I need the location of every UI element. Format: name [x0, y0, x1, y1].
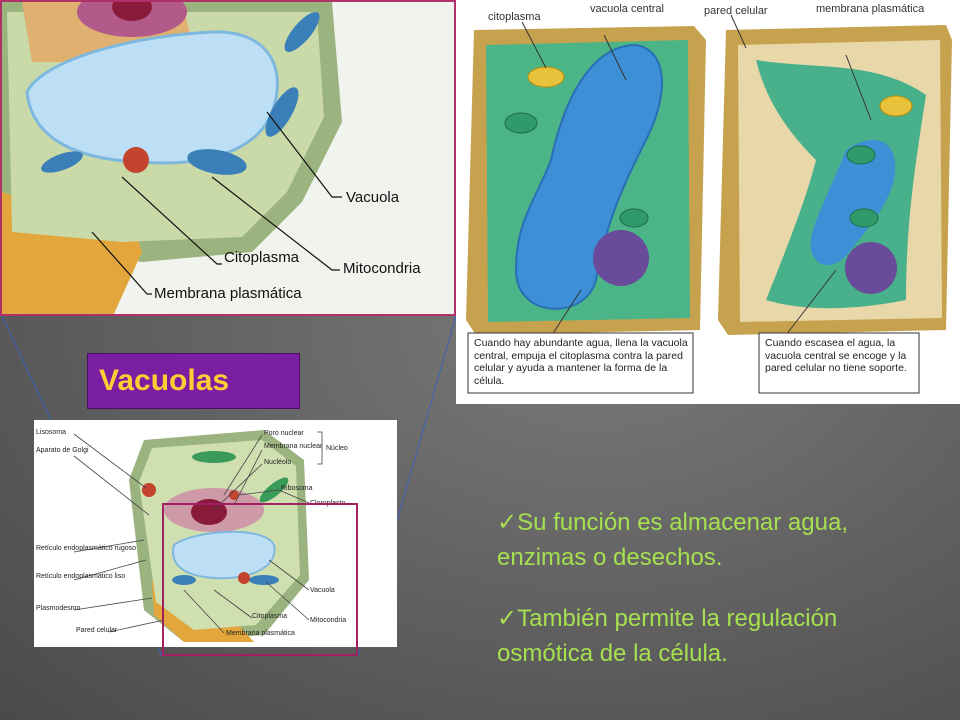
- bullet-text-1: Su función es almacenar agua, enzimas o …: [497, 509, 848, 571]
- compare-label-membrana-plasmatica: membrana plasmática: [816, 3, 925, 15]
- caption-abundant-water: Cuando hay abundante agua, llena la vacu…: [474, 337, 688, 387]
- compare-label-citoplasma: citoplasma: [488, 11, 541, 23]
- small-label-poro: Poro nuclear: [264, 430, 304, 437]
- zoom-label-membrana: Membrana plasmática: [154, 285, 302, 302]
- zoom-label-mitocondria: Mitocondria: [343, 260, 421, 277]
- checkmark-icon: ✓: [497, 509, 518, 536]
- zoom-label-citoplasma: Citoplasma: [224, 249, 300, 266]
- small-label-mitocondria: Mitocondria: [310, 617, 346, 624]
- caption-scarce-water: Cuando escasea el agua, la vacuola centr…: [765, 337, 907, 374]
- zoom-label-vacuola: Vacuola: [346, 189, 400, 206]
- bullet-item-2: ✓También permite la regulación osmótica …: [497, 601, 882, 671]
- small-label-nucleolo: Nucléolo: [264, 459, 291, 466]
- plant-cell-diagram: Lisosoma Aparato de Golgi Retículo endop…: [34, 420, 397, 647]
- small-label-membrana-nuclear: Membrana nuclear: [264, 443, 323, 450]
- bullet-text-2: También permite la regulación osmótica d…: [497, 605, 838, 667]
- small-label-ret-rugoso: Retículo endoplasmático rugoso: [36, 545, 136, 552]
- zoomed-cell-diagram: Vacuola Citoplasma Mitocondria Membrana …: [0, 0, 456, 316]
- small-label-citoplasma: Citoplasma: [252, 613, 287, 620]
- small-label-nucleo: Núcleo: [326, 445, 348, 452]
- zoom-selection-box: [162, 503, 358, 656]
- small-label-lisosoma: Lisosoma: [36, 429, 66, 436]
- small-label-vacuola: Vacuola: [310, 587, 335, 594]
- small-label-ribosoma: Ribosoma: [281, 485, 313, 492]
- bullet-item-1: ✓Su función es almacenar agua, enzimas o…: [497, 505, 897, 575]
- compare-label-pared-celular: pared celular: [704, 5, 768, 17]
- slide-title: Vacuolas: [87, 353, 300, 409]
- small-label-membrana-plasmatica: Membrana plasmática: [226, 630, 295, 637]
- small-label-plasmodesmo: Plasmodesmo: [36, 605, 80, 612]
- compare-label-vacuola-central: vacuola central: [590, 3, 664, 15]
- checkmark-icon: ✓: [497, 605, 518, 632]
- small-label-ret-liso: Retículo endoplasmático liso: [36, 573, 125, 580]
- vacuole-water-comparison-image: citoplasma vacuola central pared celular…: [456, 0, 960, 404]
- small-label-golgi: Aparato de Golgi: [36, 447, 89, 454]
- small-label-pared: Pared celular: [76, 627, 118, 634]
